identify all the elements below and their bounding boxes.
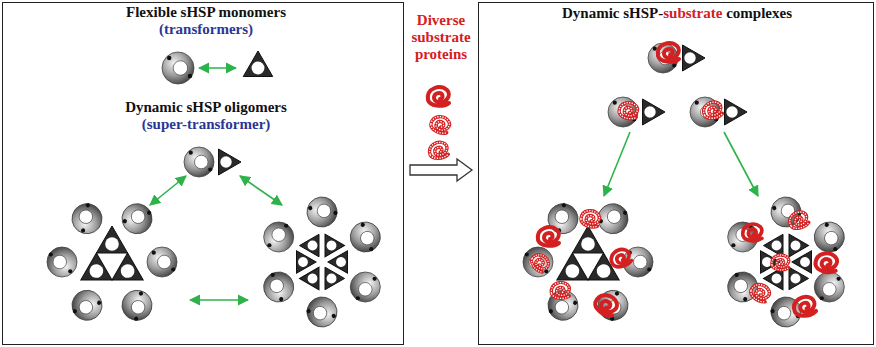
triangle-domain (315, 229, 344, 257)
substrate-protein (551, 283, 569, 299)
triangle-domain (300, 267, 329, 295)
substrate-protein (658, 43, 679, 62)
equilibrium-arrow (724, 132, 758, 196)
substrate-protein (792, 295, 816, 317)
substrate-protein (538, 227, 559, 246)
triangle-domain (725, 99, 748, 125)
substrate-label: Diverse substrate proteins (399, 12, 483, 63)
substrate-protein (609, 247, 633, 269)
triangle-domain (643, 99, 666, 125)
monomer (350, 272, 380, 302)
monomer (302, 292, 343, 333)
subtitle-text: (transformers) (159, 21, 253, 38)
monomer (523, 247, 553, 277)
substrate-protein (748, 281, 772, 304)
triangle-domain (779, 229, 808, 257)
triangle-domain (96, 226, 127, 253)
triangle-domain (300, 234, 320, 257)
panel-title: Flexible sHSP monomers (126, 4, 286, 21)
substrate-protein (428, 87, 449, 106)
substrate-protein (429, 114, 451, 135)
monomer (302, 192, 343, 233)
triangle-domain (287, 251, 316, 279)
monomer (648, 43, 678, 73)
triangle-domain (789, 267, 809, 290)
monomer (67, 198, 108, 239)
monomer (345, 217, 386, 258)
substrate-protein (787, 210, 809, 231)
equilibrium-arrow (240, 176, 282, 205)
monomer (184, 147, 214, 177)
triangle-domain (683, 45, 706, 71)
substrate-protein (814, 252, 838, 274)
monomer (593, 285, 634, 326)
triangle-domain (243, 51, 272, 77)
triangle-domain (112, 253, 151, 294)
monomer (162, 52, 194, 84)
monomer (608, 97, 638, 127)
substrate-protein (743, 224, 762, 241)
triangle-domain (572, 226, 603, 253)
monomer (264, 222, 294, 252)
substrate-protein (772, 255, 789, 270)
triangle-domain (73, 253, 112, 294)
equilibrium-arrow (190, 299, 248, 301)
panel-title: Dynamic sHSP-substrate complexes (562, 5, 792, 22)
panel-box: Flexible sHSP monomers(transformers) Dyna… (2, 2, 404, 345)
triangle-domain (325, 267, 345, 290)
equilibrium-arrow (604, 132, 630, 196)
triangle-domain (219, 149, 242, 175)
monomer (47, 247, 77, 277)
substrate-protein (702, 100, 723, 120)
substrate-protein (618, 101, 638, 120)
equilibrium-arrow (150, 176, 186, 205)
substrate-protein (428, 141, 448, 160)
monomer (809, 217, 850, 258)
monomer (258, 267, 299, 308)
monomer (67, 285, 108, 326)
panel-title: Dynamic sHSP oligomers (125, 99, 287, 116)
panel-box: Dynamic sHSP-substrate complexes (478, 2, 874, 345)
subtitle-text: (super-transformer) (142, 116, 271, 133)
equilibrium-arrow (199, 67, 236, 69)
substrate-protein (579, 209, 600, 229)
transition-arrow (410, 159, 472, 181)
substrate-protein (529, 251, 552, 274)
monomer (814, 272, 844, 302)
substrate-protein (592, 291, 620, 318)
monomer (147, 247, 177, 277)
monomer (117, 285, 158, 326)
